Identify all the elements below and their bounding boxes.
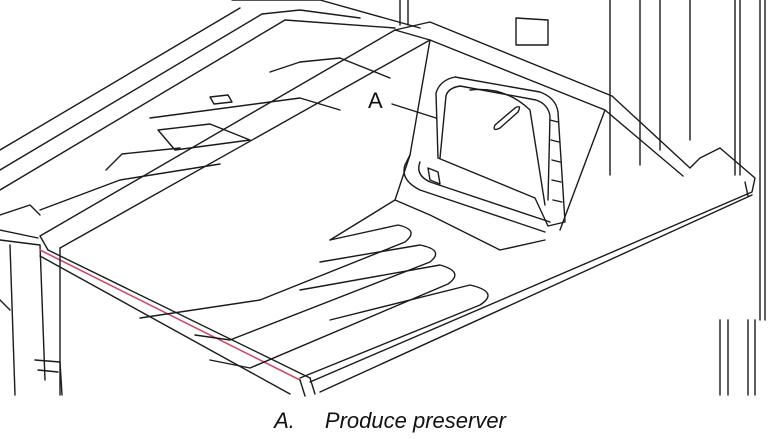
floor-ribs — [139, 199, 546, 379]
caption-letter: A. — [274, 407, 295, 433]
right-wall — [399, 0, 766, 396]
caption-text: Produce preserver — [324, 407, 506, 433]
callout-label: A — [368, 88, 383, 113]
callout-leader-line — [391, 103, 437, 119]
drawer-line-art: A — [0, 0, 766, 397]
left-wall — [0, 239, 63, 396]
figure-caption: A. Produce preserver — [0, 402, 780, 439]
produce-preserver — [435, 76, 566, 227]
produce-drawer-illustration: A — [0, 0, 766, 397]
upper-shelf — [0, 0, 421, 239]
divider-ledge — [403, 154, 551, 233]
crisper-drawer — [39, 21, 756, 397]
